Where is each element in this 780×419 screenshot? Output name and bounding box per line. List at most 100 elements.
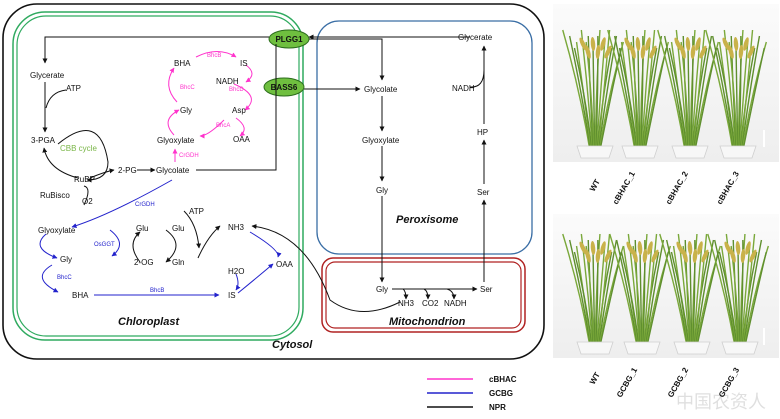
arrow-co2-release (423, 288, 431, 300)
node-glyoxylate-upper: Glyoxylate (157, 136, 195, 145)
node-is-upper: IS (240, 59, 248, 68)
chloroplast-nodes: Glycerate ATP 3-PGA CBB cycle RuBP 2-PG … (30, 59, 294, 300)
node-oaa-lower: OAA (276, 260, 294, 269)
peroxisome-nodes: Glycolate Glyoxylate Gly Glycerate NADH … (362, 33, 493, 197)
node-nadh-peroxisome: NADH (452, 84, 475, 93)
npr-pathway (42, 34, 487, 312)
node-gly-upper: Gly (180, 106, 192, 115)
sample-label-bottom-1: WT (588, 371, 602, 386)
enzyme-crgdh-upper: CrGDH (179, 153, 199, 159)
rice-plant (705, 29, 768, 159)
enzyme-crgdh-lower: CrGDH (135, 202, 155, 208)
node-asp: Asp (232, 106, 246, 115)
sample-label-top-3: cBHAC_2 (664, 169, 690, 206)
node-is-lower: IS (228, 291, 236, 300)
rice-plants-bottom (562, 233, 770, 355)
rice-plant (607, 29, 670, 159)
node-2og: 2-OG (134, 258, 154, 267)
rice-plants-top (562, 29, 768, 159)
node-bha-upper: BHA (174, 59, 191, 68)
cytosol-boundary (2, 3, 545, 360)
arrow-ammonia-assimilation-1 (183, 210, 202, 249)
sample-label-top-4: cBHAC_3 (715, 169, 741, 206)
label-cytosol: Cytosol (272, 339, 313, 351)
gcbg-pathway (39, 179, 282, 298)
node-oaa-upper: OAA (233, 135, 251, 144)
node-nadh-upper: NADH (216, 77, 239, 86)
label-plgg1: PLGG1 (275, 35, 303, 44)
arrow-glyoxylate-to-gly-lower (39, 233, 58, 259)
node-ser-peroxisome: Ser (477, 188, 490, 197)
arrow-atp-input (45, 89, 67, 109)
sample-label-top-1: WT (588, 178, 602, 193)
arrow-glyoxylate-gly-exchange (109, 229, 120, 257)
photo-panel-cbhac (553, 4, 779, 162)
arrow-gly-to-bha-upper (168, 67, 178, 103)
node-atp: ATP (66, 84, 81, 93)
node-hp: HP (477, 128, 488, 137)
rice-plant (657, 29, 720, 159)
arrow-asp-to-oaa (235, 117, 246, 137)
node-glyoxylate-lower: Glyoxylate (38, 226, 76, 235)
mitochondrion-nodes: Gly NH3 CO2 NADH Ser (376, 285, 493, 308)
sample-label-bottom-2: GCBG_1 (615, 366, 640, 399)
node-gly-lower: Gly (60, 255, 72, 264)
rice-plant (609, 233, 672, 355)
bass6-transporter (263, 77, 305, 97)
label-bass6: BASS6 (271, 83, 298, 92)
arrow-gly-to-bha-lower (42, 264, 59, 293)
node-o2: O2 (82, 197, 93, 206)
mitochondrion-inner-membrane (325, 261, 522, 329)
rice-plant (659, 233, 722, 355)
node-cbb-cycle: CBB cycle (60, 144, 97, 153)
arrow-2og-to-glu (132, 231, 141, 263)
node-nh3-chloroplast: NH3 (228, 223, 245, 232)
arrow-asp-to-glyoxylate (199, 119, 225, 139)
mitochondrion-outer-membrane (321, 257, 526, 333)
watermark: 中国农资人 (676, 392, 766, 413)
node-glycolate-peroxisome: Glycolate (364, 85, 398, 94)
arrow-glyoxylate-to-gly-upper (167, 109, 180, 136)
arrow-nh3-release (402, 288, 409, 300)
node-2pg: 2-PG (118, 166, 137, 175)
node-co2-mito: CO2 (422, 299, 439, 308)
node-ser-mito: Ser (480, 285, 493, 294)
node-bha-lower: BHA (72, 291, 89, 300)
arrow-nh3-to-is (249, 231, 282, 258)
node-gly-peroxisome: Gly (376, 186, 388, 195)
label-chloroplast: Chloroplast (118, 316, 180, 328)
node-h2o: H2O (228, 267, 244, 276)
arrow-plgg1-to-peroxisome (309, 38, 385, 81)
node-glycerate-peroxisome: Glycerate (458, 33, 493, 42)
label-peroxisome: Peroxisome (396, 214, 458, 226)
enzyme-bhcc-lower: BhcC (57, 275, 72, 281)
legend-label-gcbg: GCBG (489, 389, 513, 398)
node-glu-left: Glu (136, 224, 148, 233)
enzyme-bhca: BhcA (216, 123, 230, 129)
arrow-glycolate-export (196, 44, 277, 171)
arrow-is-to-oaa-lower (237, 263, 274, 294)
arrow-h2o-to-is (235, 273, 241, 291)
arrow-rubp-to-2pg (89, 168, 115, 179)
enzyme-bhcd: BhcD (229, 87, 244, 93)
rice-plant (707, 233, 770, 355)
arrow-bha-to-is-upper (195, 51, 237, 58)
cbb-cycle-arc (57, 130, 109, 183)
arrow-nadh-cofactor (469, 69, 485, 88)
legend: cBHAC GCBG NPR (427, 375, 517, 412)
peroxisome-boundary (316, 20, 533, 255)
arrow-ammonia-assimilation-2 (197, 225, 221, 259)
enzyme-labels: BhcB BhcC BhcD BhcA CrGDH CrGDH OsGGT Bh… (57, 53, 244, 294)
enzyme-osggt: OsGGT (94, 242, 115, 248)
node-atp-lower: ATP (189, 207, 204, 216)
o2-input (83, 185, 89, 206)
node-gly-mito: Gly (376, 285, 388, 294)
sample-labels-top: WT cBHAC_1 cBHAC_2 cBHAC_3 (588, 169, 741, 206)
arrow-glycolate-to-glyoxylate-lower (71, 179, 173, 229)
sample-label-top-2: cBHAC_1 (611, 169, 637, 206)
node-3pga: 3-PGA (31, 136, 56, 145)
arrow-rubp-to-3pga (42, 147, 79, 179)
legend-label-npr: NPR (489, 403, 506, 412)
arrow-nadh-to-asp (233, 83, 252, 111)
